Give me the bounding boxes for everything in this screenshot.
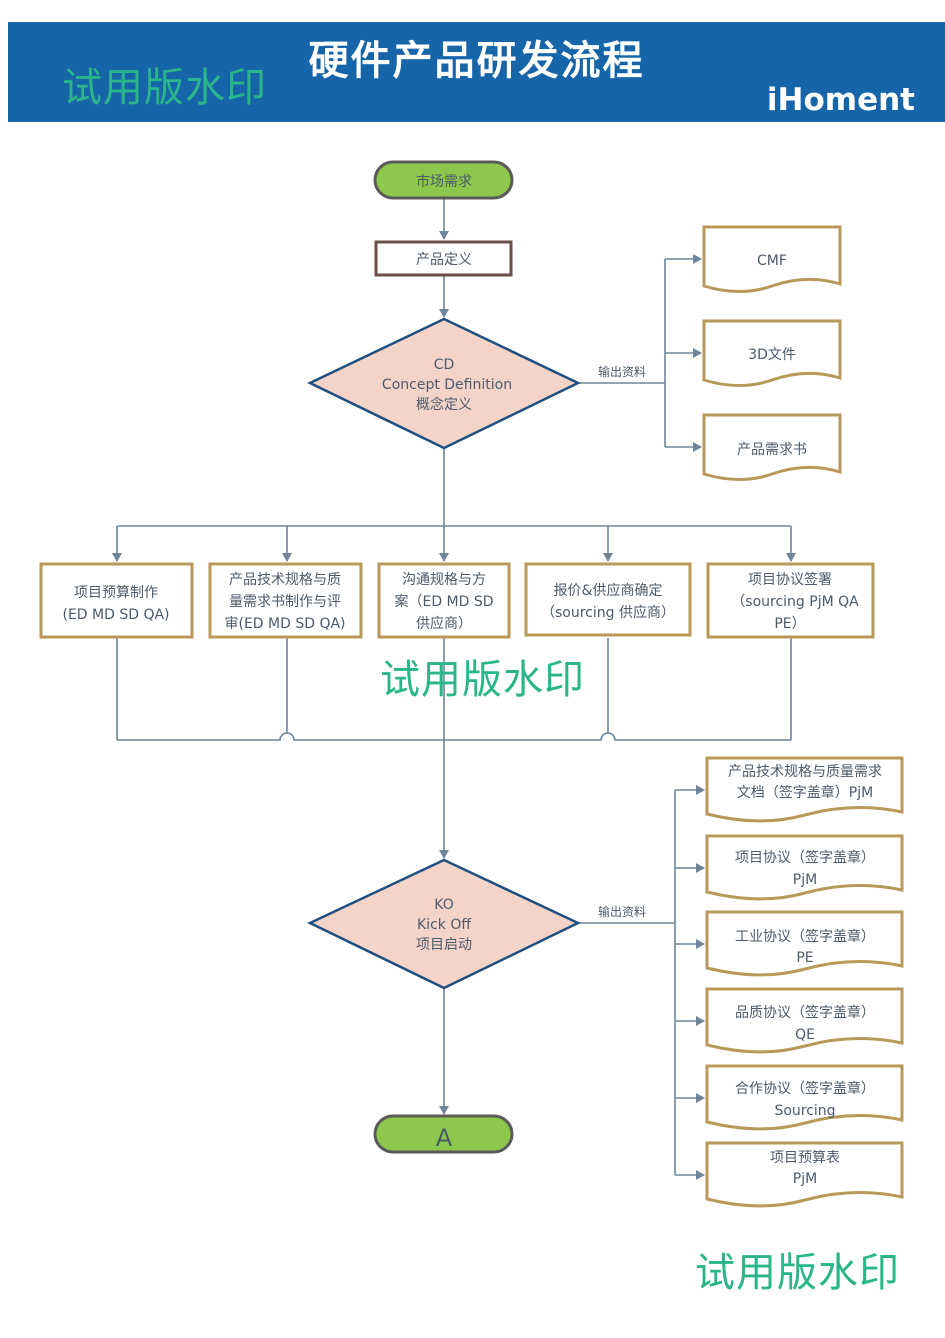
- ko-output-label-line: 品质协议（签字盖章）: [735, 1004, 875, 1021]
- cd-output-document: 产品需求书: [702, 413, 842, 482]
- task-label-line: 量需求书制作与评: [229, 594, 341, 610]
- brand-name: iHoment: [766, 82, 915, 118]
- ko-output-document: 项目协议（签字盖章） PjM: [705, 834, 904, 901]
- cd-decision: CD Concept Definition 概念定义: [307, 317, 581, 450]
- cd-output-document: 3D文件: [702, 319, 842, 388]
- header-banner: 硬件产品研发流程 iHoment: [8, 22, 945, 122]
- ko-output-label-line: QE: [795, 1027, 815, 1043]
- task-box: 产品技术规格与质 量需求书制作与评 审(ED MD SD QA): [208, 562, 363, 639]
- start-label: 市场需求: [416, 173, 472, 190]
- ko-label-line: 项目启动: [416, 937, 472, 953]
- ko-output-document: 合作协议（签字盖章） Sourcing: [705, 1064, 904, 1131]
- product-definition-label: 产品定义: [416, 252, 472, 268]
- ko-output-label-line: 合作协议（签字盖章）: [735, 1080, 875, 1097]
- ko-output-label-line: PjM: [793, 872, 817, 888]
- ko-output-document: 项目预算表 PjM: [705, 1141, 904, 1208]
- task-label-line: （sourcing 供应商）: [541, 604, 675, 621]
- ko-decision: KO Kick Off 项目启动: [307, 858, 581, 990]
- cd-label-line: Concept Definition: [382, 377, 512, 393]
- connectors: [112, 198, 796, 1180]
- task-label-line: 案（ED MD SD: [394, 593, 493, 610]
- ko-output-label-line: Sourcing: [774, 1103, 835, 1119]
- task-label-line: 产品技术规格与质: [229, 572, 341, 588]
- task-label-line: 审(ED MD SD QA): [224, 616, 345, 632]
- ko-output-document: 产品技术规格与质量需求 文档（签字盖章）PjM: [705, 756, 904, 823]
- cd-output-label: 3D文件: [748, 347, 796, 363]
- output-label: 输出资料: [598, 904, 646, 919]
- ko-output-label-line: 产品技术规格与质量需求: [728, 764, 882, 780]
- product-definition-box: 产品定义: [374, 240, 513, 277]
- page-title: 硬件产品研发流程: [308, 37, 645, 84]
- cd-output-label: CMF: [757, 253, 787, 269]
- ko-label-line: KO: [434, 897, 453, 913]
- task-label-line: 供应商）: [416, 615, 472, 632]
- task-label-line: 项目预算制作: [74, 585, 158, 601]
- task-label-line: (ED MD SD QA): [62, 607, 169, 623]
- watermark: 试用版水印: [380, 657, 585, 703]
- task-label-line: 沟通规格与方: [402, 572, 486, 588]
- task-label-line: （sourcing PjM QA: [731, 594, 859, 610]
- ko-output-document: 工业协议（签字盖章） PE: [705, 910, 904, 977]
- task-label-line: PE）: [774, 616, 805, 632]
- ko-label-line: Kick Off: [417, 917, 471, 933]
- ko-output-label-line: 工业协议（签字盖章）: [735, 928, 875, 945]
- watermark: 试用版水印: [62, 65, 267, 111]
- ko-output-label-line: 项目预算表: [770, 1150, 840, 1166]
- start-terminator: 市场需求: [373, 160, 514, 200]
- task-box: 项目协议签署 （sourcing PjM QA PE）: [706, 562, 875, 639]
- ko-output-document: 品质协议（签字盖章） QE: [705, 987, 904, 1054]
- output-label: 输出资料: [598, 364, 646, 379]
- ko-output-label-line: PE: [796, 950, 813, 966]
- end-terminator: A: [373, 1114, 514, 1154]
- ko-output-label-line: 项目协议（签字盖章）: [735, 849, 875, 866]
- task-label-line: 报价&供应商确定: [554, 582, 663, 599]
- task-label-line: 项目协议签署: [748, 571, 832, 588]
- ko-output-label-line: PjM: [793, 1171, 817, 1187]
- task-box: 沟通规格与方 案（ED MD SD 供应商）: [377, 562, 511, 639]
- watermark: 试用版水印: [695, 1250, 900, 1296]
- cd-output-document: CMF: [702, 225, 842, 294]
- task-box: 项目预算制作 (ED MD SD QA): [39, 562, 194, 639]
- cd-label-line: CD: [434, 357, 455, 373]
- task-box: 报价&供应商确定 （sourcing 供应商）: [524, 562, 692, 637]
- cd-label-line: 概念定义: [416, 396, 472, 413]
- end-label: A: [436, 1124, 453, 1152]
- ko-output-label-line: 文档（签字盖章）PjM: [737, 784, 873, 801]
- cd-output-label: 产品需求书: [737, 442, 807, 458]
